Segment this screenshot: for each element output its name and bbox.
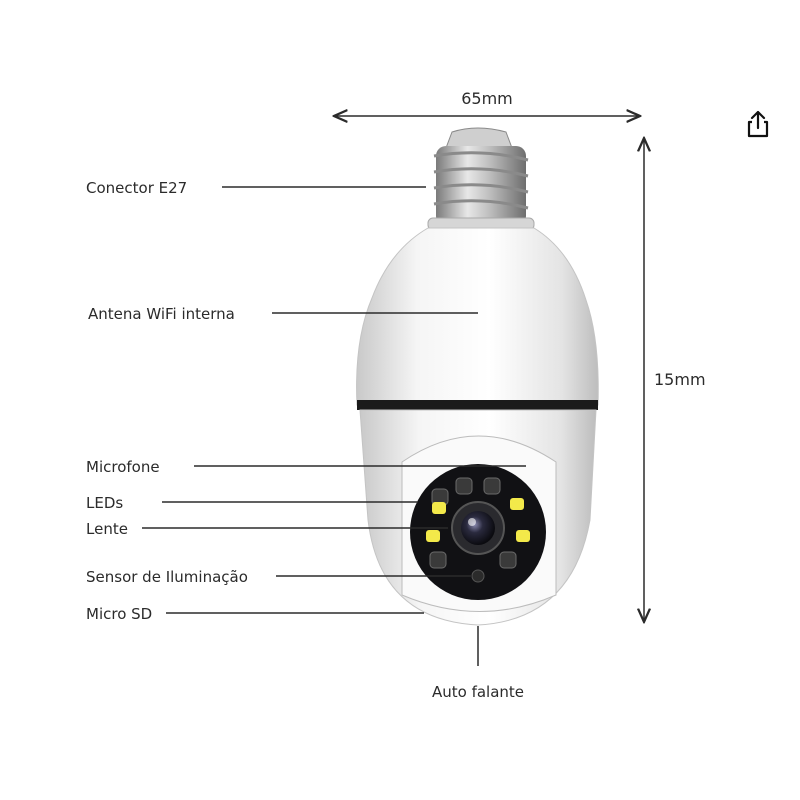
share-button[interactable] [740,106,776,142]
label-microphone: Microfone [86,458,160,476]
width-dimension-label: 65mm [461,89,513,108]
height-dimension-label: 15mm [654,370,706,389]
camera-lens [451,501,505,555]
label-leds: LEDs [86,494,123,512]
label-micro-sd: Micro SD [86,605,152,623]
led-ring [426,477,530,569]
light-sensor-dot [471,569,485,583]
ir-led [455,477,473,495]
share-icon [747,110,769,138]
white-led [426,530,440,542]
white-led [510,498,524,510]
ir-led [499,551,517,569]
bulb-body [356,227,599,406]
label-connector: Conector E27 [86,179,187,197]
label-antenna: Antena WiFi interna [88,305,235,323]
white-led [516,530,530,542]
e27-connector [427,127,535,231]
label-light-sensor: Sensor de Iluminação [86,568,248,586]
label-lens: Lente [86,520,128,538]
seam-band [357,400,598,410]
ir-led [483,477,501,495]
ir-led [429,551,447,569]
white-led [432,502,446,514]
label-speaker: Auto falante [432,683,524,701]
